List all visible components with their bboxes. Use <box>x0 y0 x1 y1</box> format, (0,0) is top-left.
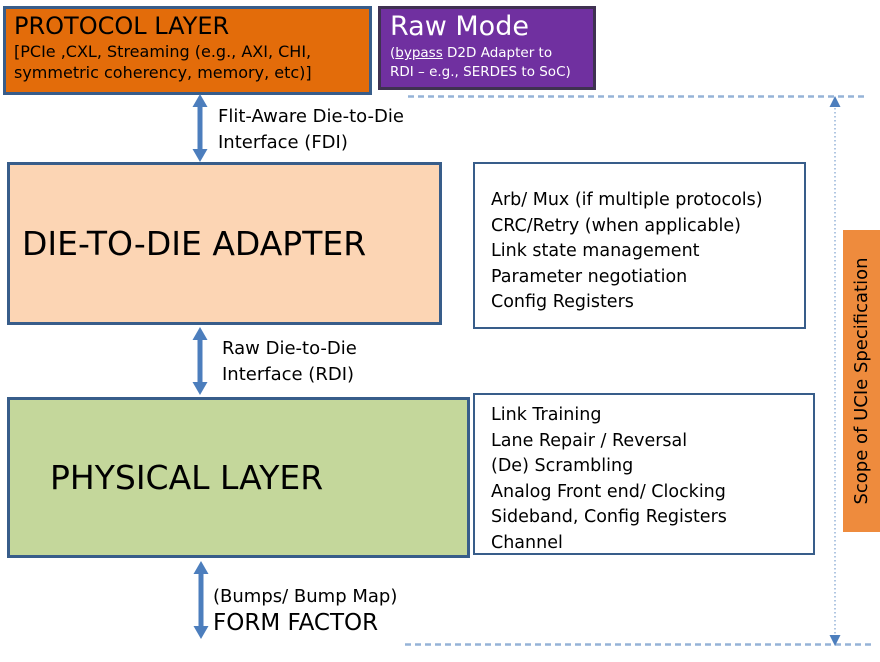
form-factor-label: FORM FACTOR <box>213 610 379 636</box>
bumps-bump-map-label: (Bumps/ Bump Map) <box>213 586 398 607</box>
physical-function-item: Link Training <box>491 405 602 425</box>
adapter-function-item: Config Registers <box>491 292 634 312</box>
physical-layer-title: PHYSICAL LAYER <box>50 458 324 497</box>
adapter-function-item: Arb/ Mux (if multiple protocols) <box>491 190 763 210</box>
adapter-function-item: CRC/Retry (when applicable) <box>491 215 741 236</box>
fdi-interface-label: Flit-Aware Die-to-Die Interface (FDI) <box>218 106 404 153</box>
protocol-layer-sub-line1: [PCIe ,CXL, Streaming (e.g., AXI, CHI, <box>14 42 312 61</box>
bumps-double-arrow-icon <box>193 561 209 639</box>
rdi-interface-label: Raw Die-to-Die Interface (RDI) <box>222 338 357 385</box>
protocol-layer-box: PROTOCOL LAYER [PCIe ,CXL, Streaming (e.… <box>3 6 372 95</box>
physical-functions-box: Link Training Lane Repair / Reversal (De… <box>473 393 815 555</box>
scope-bottom-dashed-line <box>405 643 873 646</box>
raw-mode-box: Raw Mode (bypass D2D Adapter to RDI – e.… <box>378 6 596 90</box>
scope-of-ucie-label: Scope of UCIe Specification <box>843 230 880 532</box>
scope-top-dashed-line <box>408 95 864 98</box>
raw-mode-title: Raw Mode <box>390 11 529 42</box>
physical-function-item: Sideband, Config Registers <box>491 507 727 527</box>
physical-function-item: Analog Front end/ Clocking <box>491 481 726 502</box>
protocol-layer-title: PROTOCOL LAYER <box>14 12 230 40</box>
raw-mode-bypass-underlined: bypass <box>395 45 443 61</box>
die-to-die-adapter-box: DIE-TO-DIE ADAPTER <box>7 162 442 325</box>
protocol-layer-sub-line2: symmetric coherency, memory, etc)] <box>14 63 312 82</box>
scope-of-ucie-banner: Scope of UCIe Specification <box>843 230 880 532</box>
raw-mode-sub-line1: (bypass D2D Adapter to <box>390 45 553 61</box>
physical-layer-box: PHYSICAL LAYER <box>7 397 470 558</box>
adapter-function-item: Link state management <box>491 241 700 261</box>
scope-vertical-double-arrow-icon <box>829 96 841 646</box>
raw-mode-sub-line2: RDI – e.g., SERDES to SoC) <box>390 64 571 80</box>
physical-function-item: Channel <box>491 532 563 553</box>
adapter-functions-box: Arb/ Mux (if multiple protocols) CRC/Ret… <box>473 162 806 329</box>
fdi-double-arrow-icon <box>192 94 208 162</box>
adapter-function-item: Parameter negotiation <box>491 266 688 287</box>
physical-function-item: Lane Repair / Reversal <box>491 430 688 451</box>
rdi-double-arrow-icon <box>192 327 208 395</box>
physical-function-item: (De) Scrambling <box>491 456 634 476</box>
die-to-die-adapter-title: DIE-TO-DIE ADAPTER <box>22 224 367 263</box>
